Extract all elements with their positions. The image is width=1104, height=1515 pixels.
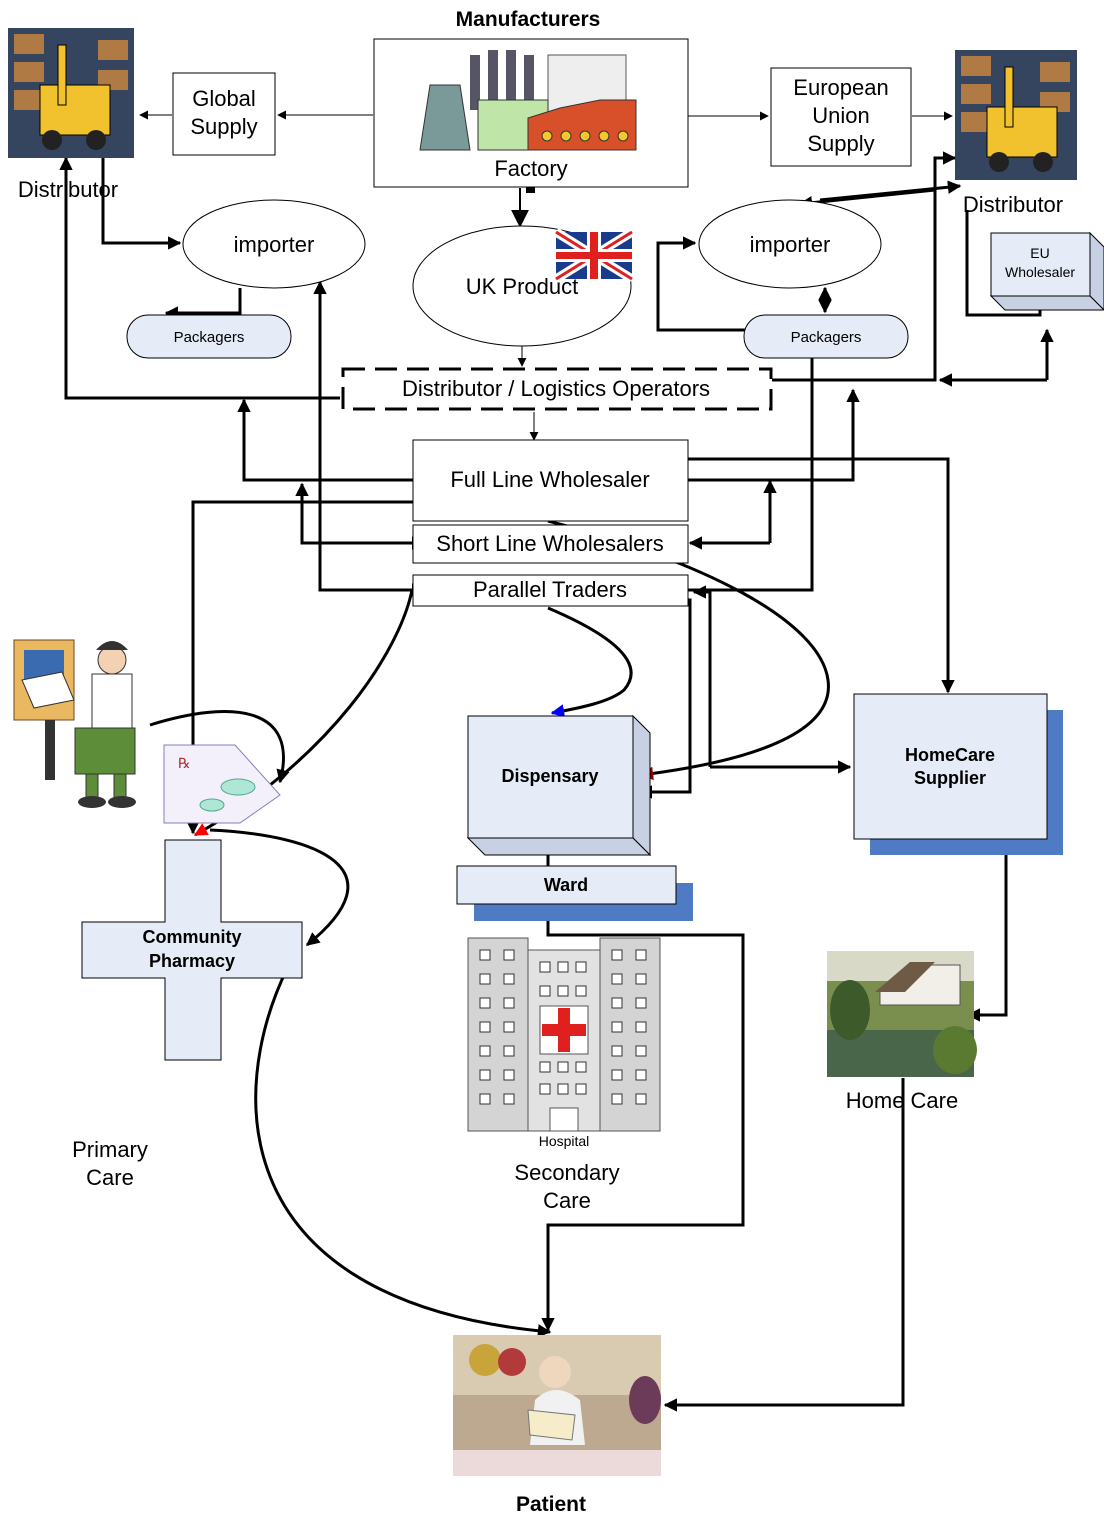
dispensary-label: Dispensary xyxy=(501,766,598,786)
eu-supply-node: European Union Supply xyxy=(770,67,912,167)
distributor-left-label: Distributor xyxy=(18,177,118,202)
logistics-node: Distributor / Logistics Operators xyxy=(341,367,773,411)
hospital-building-icon xyxy=(467,937,661,1132)
primary-care-line1: Primary xyxy=(72,1137,148,1162)
home-care-node: Home Care xyxy=(827,951,977,1113)
distributor-left-node: Distributor xyxy=(8,28,134,202)
dispensary-node: Dispensary xyxy=(466,714,652,857)
ward-node: Ward xyxy=(456,865,693,921)
secondary-care-line1: Secondary xyxy=(514,1160,619,1185)
factory-icon xyxy=(419,50,637,151)
community-pharmacy-line2: Pharmacy xyxy=(149,951,235,971)
homecare-supplier-node: HomeCare Supplier xyxy=(853,693,1063,855)
doctor-at-desk-icon xyxy=(13,639,136,808)
eu-supply-line2: Union xyxy=(812,103,869,128)
patient-photo-icon xyxy=(453,1335,661,1476)
patient-node: Patient xyxy=(453,1335,661,1515)
homecare-supplier-line1: HomeCare xyxy=(905,745,995,765)
eu-supply-line3: Supply xyxy=(807,131,874,156)
community-pharmacy-node: Community Pharmacy xyxy=(81,839,303,1061)
logistics-label: Distributor / Logistics Operators xyxy=(402,376,710,401)
diagram-title: Manufacturers xyxy=(456,8,601,31)
primary-care-line2: Care xyxy=(86,1165,134,1190)
importer-right-label: importer xyxy=(750,232,831,257)
eu-supply-line1: European xyxy=(793,75,888,100)
connectors xyxy=(59,110,1054,1412)
factory-label: Factory xyxy=(494,156,567,181)
short-line-wholesalers-node: Short Line Wholesalers xyxy=(412,524,689,564)
parallel-traders-node: Parallel Traders xyxy=(412,574,689,607)
distributor-right-label: Distributor xyxy=(963,192,1063,217)
importer-left-label: importer xyxy=(234,232,315,257)
distributor-right-node: Distributor xyxy=(955,50,1077,217)
eu-wholesaler-line1: EU xyxy=(1030,245,1049,261)
prescription-rx-glyph: ℞ xyxy=(178,755,191,771)
short-line-label: Short Line Wholesalers xyxy=(436,531,663,556)
eu-wholesaler-line2: Wholesaler xyxy=(1005,264,1075,280)
full-line-wholesaler-node: Full Line Wholesaler xyxy=(412,439,689,522)
packagers-right-node: Packagers xyxy=(743,314,909,359)
parallel-label: Parallel Traders xyxy=(473,577,627,602)
secondary-care-line2: Care xyxy=(543,1188,591,1213)
prescription-icon: ℞ xyxy=(163,744,281,824)
full-line-label: Full Line Wholesaler xyxy=(450,467,649,492)
homecare-supplier-line2: Supplier xyxy=(914,768,986,788)
importer-right-node: importer xyxy=(698,199,882,289)
eu-wholesaler-node: EU Wholesaler xyxy=(989,231,1104,311)
packagers-left-label: Packagers xyxy=(174,329,245,346)
hospital-label: Hospital xyxy=(539,1133,590,1149)
hospital-node: Hospital xyxy=(467,937,661,1149)
ward-label: Ward xyxy=(544,875,588,895)
packagers-right-label: Packagers xyxy=(791,329,862,346)
home-care-label: Home Care xyxy=(846,1088,958,1113)
patient-label: Patient xyxy=(516,1493,586,1515)
packagers-left-node: Packagers xyxy=(126,314,292,359)
importer-left-node: importer xyxy=(182,199,366,289)
uk-product-node: UK Product xyxy=(412,225,635,347)
forklift-warehouse-icon xyxy=(8,28,134,158)
forklift-warehouse-icon xyxy=(955,50,1077,180)
global-supply-line1: Global xyxy=(192,86,256,111)
union-jack-flag-icon xyxy=(553,228,635,283)
global-supply-node: Global Supply xyxy=(172,72,276,156)
community-pharmacy-line1: Community xyxy=(143,927,242,947)
global-supply-line2: Supply xyxy=(190,114,257,139)
countryside-home-icon xyxy=(827,951,977,1077)
factory-node: Factory xyxy=(373,38,689,188)
